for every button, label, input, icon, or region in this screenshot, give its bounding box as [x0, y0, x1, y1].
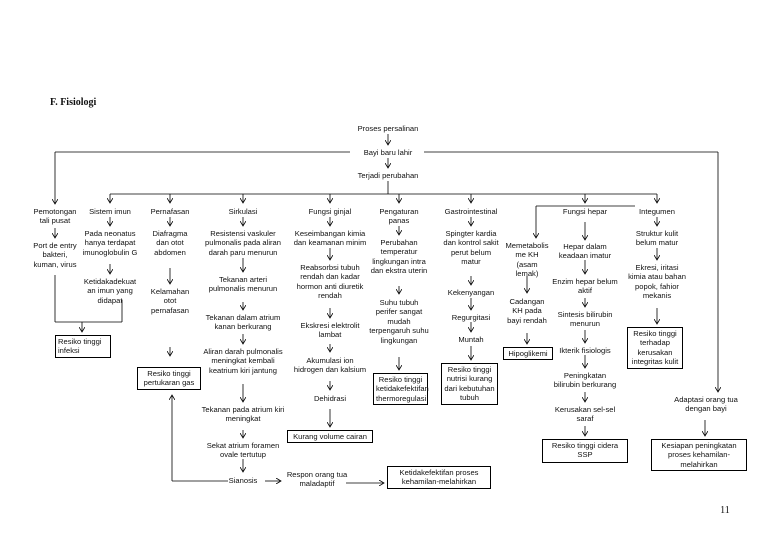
node-terjadi-perubahan: Terjadi perubahan — [357, 171, 419, 180]
step-tekanan-atrium-kanan: Tekanan dalam atrium kanan berkurang — [205, 313, 281, 332]
step-metabolisme-kh: Memetabolis me KH (asam lemak) — [505, 241, 549, 279]
step-resistensi-vaskuler: Resistensi vaskuler pulmonalis pada alir… — [205, 229, 281, 257]
section-heading: F. Fisiologi — [50, 97, 97, 108]
node-bayi-baru-lahir: Bayi baru lahir — [363, 148, 413, 157]
diagnosis-kurang-volume-cairan: Kurang volume cairan — [287, 430, 373, 444]
step-hepar-imatur: Hepar dalam keadaan imatur — [558, 242, 612, 261]
step-sintesis-bilirubin: Sintesis bilirubin menurun — [557, 310, 613, 329]
step-sianosis: Sianosis — [228, 476, 258, 485]
step-ekresi-iritasi: Ekresi, iritasi kimia atau bahan popok, … — [628, 263, 686, 301]
branch-gastrointestinal: Gastrointestinal — [444, 207, 498, 216]
step-kelemahan-otot: Kelamahan otot pernafasan — [150, 287, 190, 315]
step-kerusakan-saraf: Kerusakan sel-sel saraf — [554, 405, 616, 424]
step-ekskresi-elektrolit: Ekskresi elektrolit lambat — [300, 321, 360, 340]
page-number: 11 — [720, 505, 730, 516]
branch-sirkulasi: Sirkulasi — [228, 207, 258, 216]
step-ketidakadekuatan-imun: Ketidakadekuat an imun yang didapat — [83, 277, 137, 305]
step-tekanan-atrium-kiri: Tekanan pada atrium kiri meningkat — [201, 405, 285, 424]
branch-tali-pusat: Pemotongan tali pusat — [33, 207, 77, 226]
step-reabsorbsi: Reabsorbsi tubuh rendah dan kadar hormon… — [296, 263, 364, 301]
diagnosis-kesiapan-peningkatan: Kesiapan peningkatan proses kehamilan- m… — [651, 439, 747, 472]
branch-fungsi-ginjal: Fungsi ginjal — [308, 207, 352, 216]
step-muntah: Muntah — [458, 335, 484, 344]
step-peningkatan-bilirubin: Peningkatan bilirubin berkurang — [553, 371, 617, 390]
step-struktur-kulit: Struktur kulit belum matur — [635, 229, 679, 248]
step-aliran-darah: Aliran darah pulmonalis meningkat kembal… — [203, 347, 283, 375]
step-diafragma: Diafragma dan otot abdomen — [152, 229, 188, 257]
step-imunoglobulin: Pada neonatus hanya terdapat imunoglobul… — [82, 229, 138, 257]
diagnosis-resiko-infeksi: Resiko tinggi infeksi — [55, 335, 111, 358]
diagnosis-ketidakefektifan-proses: Ketidakefektifan proses kehamilan-melahi… — [387, 466, 491, 489]
step-keseimbangan-kimia: Keseimbangan kimia dan keamanan minim — [293, 229, 367, 248]
diagnosis-resiko-cidera-ssp: Resiko tinggi cidera SSP — [542, 439, 628, 463]
node-respon-maladaptif: Respon orang tua maladaptif — [286, 470, 348, 489]
branch-pengaturan-panas: Pengaturan panas — [379, 207, 419, 226]
diagnosis-resiko-integritas-kulit: Resiko tinggi terhadap kerusakan integri… — [627, 327, 683, 369]
step-dehidrasi: Dehidrasi — [313, 394, 347, 403]
step-tekanan-arteri: Tekanan arteri pulmonalis menurun — [208, 275, 278, 294]
diagnosis-resiko-termoregulasi: Resiko tinggi ketidakefektifan thermoreg… — [373, 373, 429, 406]
diagnosis-resiko-pertukaran-gas: Resiko tinggi pertukaran gas — [137, 367, 201, 390]
branch-sistem-imun: Sistem imun — [89, 207, 131, 216]
diagnosis-hipoglikemi: Hipoglikemi — [503, 347, 553, 361]
branch-integumen: Integumen — [639, 207, 675, 216]
diagnosis-resiko-nutrisi: Resiko tinggi nutrisi kurang dari kebutu… — [441, 363, 498, 405]
node-proses-persalinan: Proses persalinan — [357, 124, 419, 133]
step-kekenyangan: Kekenyangan — [447, 288, 495, 297]
step-suhu-tubuh-perifer: Suhu tubuh perifer sangat mudah terpenga… — [369, 298, 429, 345]
step-ikterik-fisiologis: Ikterik fisiologis — [559, 346, 611, 355]
node-adaptasi-orang-tua: Adaptasi orang tua dengan bayi — [674, 395, 738, 414]
step-cadangan-kh: Cadangan KH pada bayi rendah — [507, 297, 547, 325]
step-spingter-kardia: Spingter kardia dan kontrol sakit perut … — [443, 229, 499, 267]
step-enzim-hepar: Enzim hepar belum aktif — [552, 277, 618, 296]
branch-fungsi-hepar: Fungsi hepar — [562, 207, 608, 216]
step-port-de-entry: Port de entry bakteri, kuman, virus — [33, 241, 77, 269]
step-foramen-ovale: Sekat atrium foramen ovale tertutup — [206, 441, 280, 460]
step-regurgitasi: Regurgitasi — [451, 313, 491, 322]
step-akumulasi-ion: Akumulasi ion hidrogen dan kalsium — [293, 356, 367, 375]
step-perubahan-temperatur: Perubahan temperatur lingkungan intra da… — [370, 238, 428, 276]
branch-pernafasan: Pernafasan — [150, 207, 190, 216]
